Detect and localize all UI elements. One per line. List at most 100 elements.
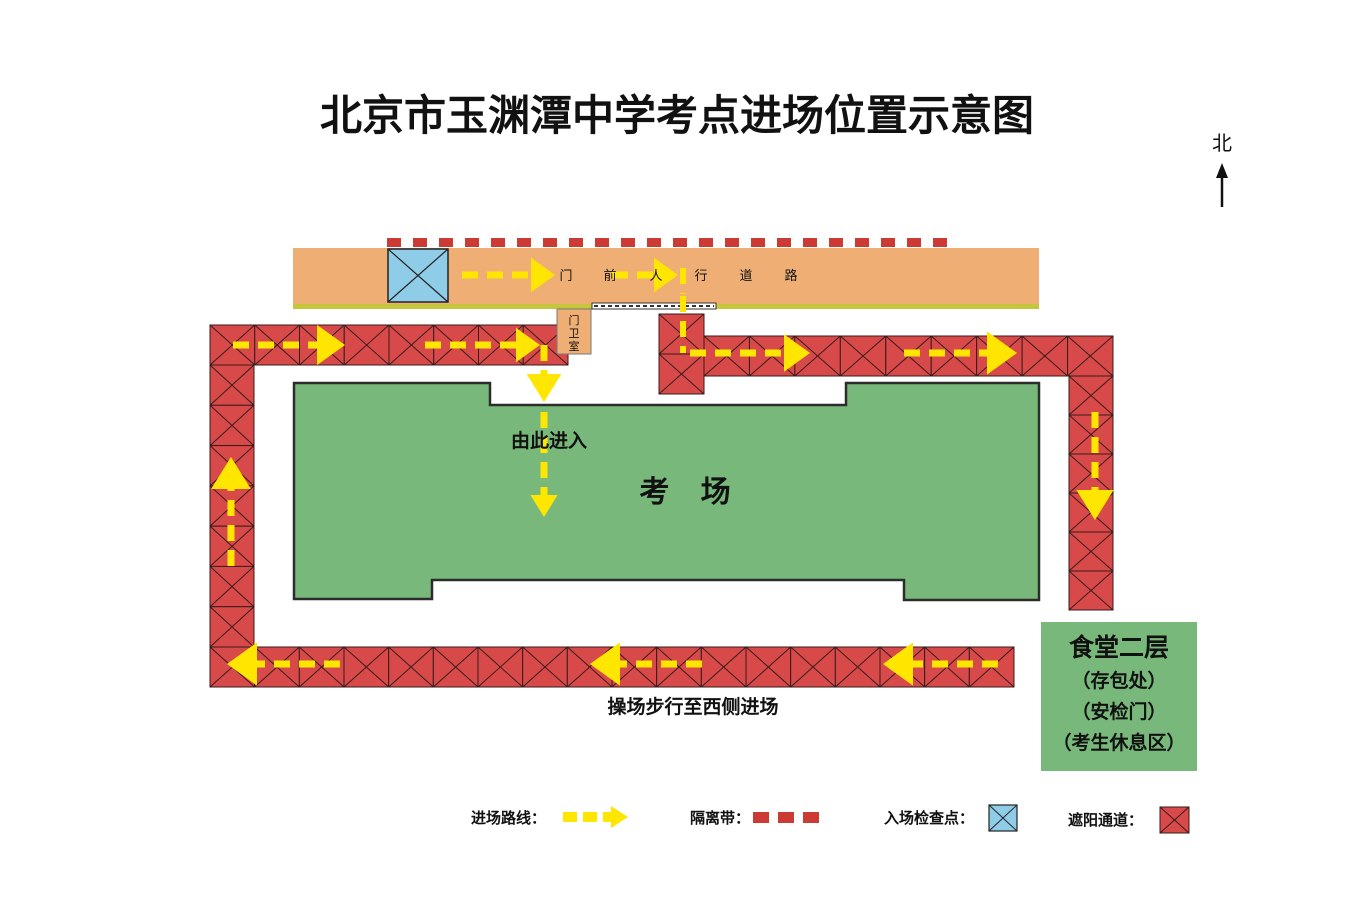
shade-cell-cross: [522, 646, 568, 688]
shade-cell-cross: [343, 646, 390, 688]
shade-cell-west: [209, 404, 255, 447]
barrier-segment: [751, 238, 765, 247]
shade-cell-south: [388, 646, 434, 688]
shade-cell-cross: [834, 646, 881, 688]
barrier-segment: [413, 238, 427, 247]
shade-cell-cross: [209, 606, 255, 648]
legend-barrier-symbol: [778, 812, 794, 823]
exam-hall-label: 考 场: [639, 475, 730, 510]
legend-shade-label: 遮阳通道：: [1068, 811, 1143, 829]
road-label-char: 路: [784, 268, 797, 284]
route-arrowhead: [526, 374, 562, 402]
shade-cell-west: [209, 606, 255, 648]
barrier-segment: [881, 238, 895, 247]
legend-route-symbol: [603, 812, 611, 822]
entrance-label: 由此进入: [511, 429, 587, 452]
legend-checkpoint-label: 入场检查点：: [884, 809, 974, 827]
legend-route-symbol: [563, 812, 577, 822]
shade-cell-cross: [209, 364, 255, 406]
shade-corridor-layer: [209, 313, 1114, 688]
legend-route-symbol: [583, 812, 597, 822]
barrier-segment: [907, 238, 921, 247]
shade-cell-east: [1068, 531, 1114, 572]
route-arrowhead: [317, 324, 345, 366]
shade-cell-south: [522, 646, 568, 688]
shade-cell-south: [700, 646, 747, 688]
shade-cell-north-east: [1021, 335, 1069, 377]
barrier-segment: [543, 238, 557, 247]
canteen-line-rest-area: （考生休息区）: [1052, 731, 1185, 754]
shade-cell-south: [343, 646, 390, 688]
shade-cell-cross: [254, 324, 300, 366]
canteen-line-security-gate: （安检门）: [1071, 700, 1166, 723]
shade-cell-north-east: [1067, 335, 1114, 377]
map-title: 北京市玉渊潭中学考点进场位置示意图: [320, 91, 1034, 140]
barrier-segment: [803, 238, 817, 247]
north-label: 北: [1212, 131, 1232, 155]
barrier-segment: [569, 238, 583, 247]
north-arrow-head: [1216, 163, 1228, 178]
shade-cell-cross: [1068, 453, 1114, 494]
shade-cell-south: [790, 646, 836, 688]
canteen-line-bag-storage: （存包处）: [1071, 669, 1166, 692]
shade-cell-cross: [1068, 414, 1114, 455]
shade-cell-gate-post: [658, 353, 705, 395]
legend-route-label: 进场路线：: [471, 809, 546, 827]
shade-cell-cross: [432, 646, 479, 688]
road-label-char: 行: [694, 269, 707, 284]
route-arrowhead: [211, 457, 251, 489]
shade-cell-cross: [1021, 335, 1068, 377]
shade-cell-north-east: [839, 335, 887, 377]
guard-room-label-char: 室: [569, 339, 580, 353]
route-arrowhead: [1076, 490, 1114, 520]
barrier-segment: [855, 238, 869, 247]
shade-cell-cross: [209, 566, 255, 608]
legend-route-symbol: [611, 806, 628, 828]
road-label: 门前人行道路: [559, 268, 797, 284]
barrier-segment: [699, 238, 713, 247]
barrier-segment: [465, 238, 479, 247]
road-label-char: 门: [559, 269, 572, 284]
legend-barrier-symbol: [753, 812, 769, 823]
canteen-building: [1041, 622, 1197, 771]
route-arrowhead: [227, 642, 257, 686]
route-arrowhead: [590, 642, 620, 686]
barrier-segment: [933, 238, 947, 247]
shade-cell-east: [1068, 375, 1114, 416]
shade-cell-east: [1068, 414, 1114, 455]
shade-cell-cross: [343, 324, 390, 366]
shade-cell-west: [209, 364, 255, 406]
shade-cell-cross: [388, 324, 435, 366]
road-label-char: 人: [649, 269, 662, 284]
playground-route-label: 操场步行至西侧进场: [607, 695, 778, 718]
shade-cell-cross: [658, 353, 705, 395]
road-label-char: 道: [739, 269, 752, 284]
barrier-segment: [439, 238, 453, 247]
shade-cell-cross: [700, 646, 747, 688]
shade-cell-cross: [745, 646, 792, 688]
shade-cell-cross: [790, 646, 836, 688]
barrier-segment: [673, 238, 687, 247]
barrier-segment: [621, 238, 635, 247]
route-arrow-layer: [211, 257, 1114, 828]
entry-checkpoint-cross: [387, 248, 449, 303]
shade-cell-south: [745, 646, 792, 688]
shade-cell-cross: [1067, 335, 1114, 377]
barrier-segment: [517, 238, 531, 247]
shade-cell-cross: [1068, 375, 1114, 416]
shade-cell-cross: [840, 335, 887, 377]
shade-cell-cross: [477, 646, 524, 688]
shade-cell-cross: [298, 646, 345, 688]
shade-cell-cross: [388, 646, 434, 688]
legend-shade-symbol: [1159, 806, 1190, 834]
barrier-segment: [647, 238, 661, 247]
barrier-segment: [829, 238, 843, 247]
guard-room-label-char: 门: [569, 313, 580, 327]
barrier-segment: [387, 238, 401, 247]
barrier-segment: [725, 238, 739, 247]
barrier-segment: [491, 238, 505, 247]
shade-cell-cross: [1068, 570, 1114, 611]
route-arrowhead: [516, 327, 540, 363]
route-arrowhead: [530, 495, 558, 517]
legend-checkpoint-symbol: [988, 804, 1018, 832]
